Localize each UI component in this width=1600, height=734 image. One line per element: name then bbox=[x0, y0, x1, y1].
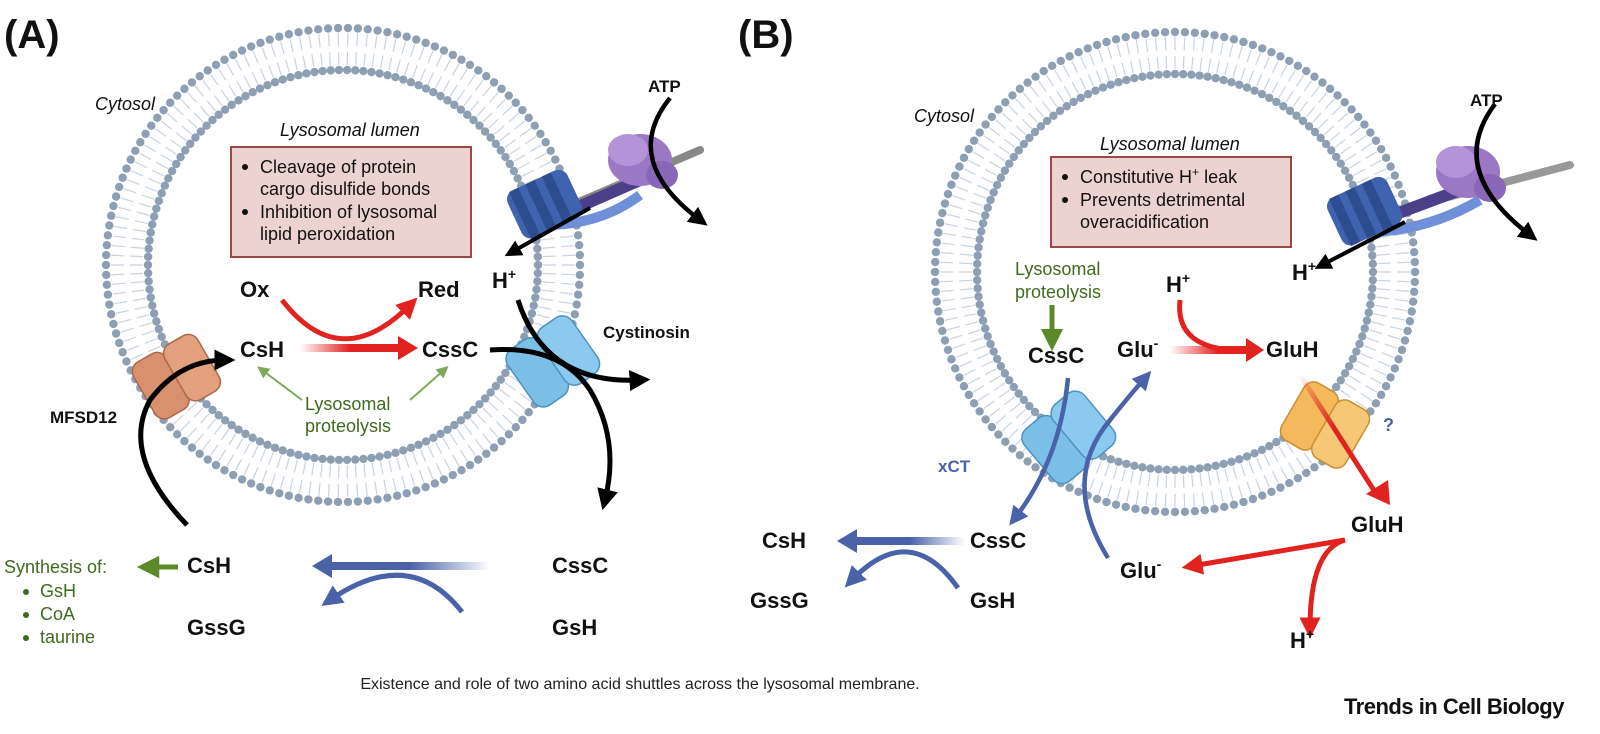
proton-label-a: H+ bbox=[492, 266, 516, 293]
proton-join-arrow-b bbox=[1177, 299, 1231, 353]
gluh-deprotonation-arrow bbox=[1181, 537, 1346, 575]
info-box-a: Cleavage of protein cargo disulfide bond… bbox=[230, 146, 472, 258]
cystine-export-arrow bbox=[489, 347, 618, 511]
panel-a: (A) Cytosol Lysosomal lumen Cleavage of … bbox=[4, 13, 708, 647]
csh-in-label-a: CsH bbox=[240, 337, 284, 362]
cytosol-exchange-head-b bbox=[837, 529, 857, 553]
cytosol-exchange-curve-b bbox=[844, 549, 961, 590]
box-b-line-3: overacidification bbox=[1080, 212, 1209, 232]
lysosome-membrane-b bbox=[930, 27, 1420, 517]
cystine-export-arrow-b bbox=[1009, 377, 1071, 526]
proton-out-label-b: H+ bbox=[1290, 626, 1314, 653]
proton-in-label-b: H+ bbox=[1166, 270, 1190, 297]
gsh-out-label-b: GsH bbox=[970, 588, 1015, 613]
journal-brand: Trends in Cell Biology bbox=[1343, 694, 1565, 719]
lumen-label-a: Lysosomal lumen bbox=[280, 120, 420, 140]
cssc-out-label-a: CssC bbox=[552, 553, 608, 578]
gluh-in-label: GluH bbox=[1266, 337, 1319, 362]
cystinosin-label: Cystinosin bbox=[603, 323, 690, 342]
synthesis-item-gsh: GsH bbox=[40, 581, 76, 601]
cssc-out-label-b: CssC bbox=[970, 528, 1026, 553]
panel-b: (B) Cytosol Lysosomal lumen Constitutive… bbox=[738, 13, 1574, 653]
proteolysis-arrow-a-left bbox=[257, 366, 303, 401]
box-a-line-4: lipid peroxidation bbox=[260, 224, 395, 244]
cssc-in-label-a: CssC bbox=[422, 337, 478, 362]
box-b-line-1: Constitutive H+ leak bbox=[1080, 165, 1238, 187]
box-a-line-2: cargo disulfide bonds bbox=[260, 179, 430, 199]
proteolysis-b-line-1: Lysosomal bbox=[1015, 259, 1100, 279]
proton-cotransport-arrow bbox=[515, 299, 651, 392]
proton-label-b: H+ bbox=[1292, 258, 1316, 285]
atp-arrow-a bbox=[648, 96, 708, 226]
gluh-export-arrow-head bbox=[1366, 480, 1390, 505]
glu-in-label: Glu- bbox=[1117, 335, 1159, 362]
ox-red-arrow bbox=[280, 297, 418, 342]
cssc-in-label-b: CssC bbox=[1028, 343, 1084, 368]
glu-protonation-shaft bbox=[1170, 346, 1250, 354]
panel-a-label: (A) bbox=[4, 13, 60, 57]
gsh-out-label-a: GsH bbox=[552, 615, 597, 640]
lysosome-membrane-a bbox=[101, 23, 585, 507]
red-label: Red bbox=[418, 277, 460, 302]
proton-release-arrow bbox=[1299, 537, 1346, 639]
question-mark-label: ? bbox=[1383, 415, 1394, 435]
cytosol-exchange-head-a bbox=[312, 554, 332, 578]
atp-label-a: ATP bbox=[648, 77, 681, 96]
gluh-out-label: GluH bbox=[1351, 512, 1404, 537]
synthesis-item-taurine: taurine bbox=[40, 627, 95, 647]
ox-label: Ox bbox=[240, 277, 270, 302]
proteolysis-b-line-2: proteolysis bbox=[1015, 282, 1101, 302]
gssg-out-label-a: GssG bbox=[187, 615, 246, 640]
proteolysis-arrow-a-right bbox=[409, 366, 449, 401]
figure-caption: Existence and role of two amino acid shu… bbox=[360, 676, 920, 693]
cytosol-exchange-shaft-b bbox=[855, 537, 965, 545]
csh-out-label-b: CsH bbox=[762, 528, 806, 553]
lumen-label-b: Lysosomal lumen bbox=[1100, 134, 1240, 154]
glu-out-label: Glu- bbox=[1120, 556, 1162, 583]
panel-b-label: (B) bbox=[738, 13, 794, 57]
v-atpase-pump-b bbox=[1326, 146, 1574, 247]
unknown-glutamate-transporter bbox=[1279, 381, 1371, 469]
glutamate-import-arrow bbox=[1082, 370, 1152, 560]
proteolysis-a-line-1: Lysosomal bbox=[305, 394, 390, 414]
csh-out-label-a: CsH bbox=[187, 553, 231, 578]
proton-pump-arrow-a bbox=[504, 206, 591, 257]
cytosol-exchange-curve-a bbox=[321, 572, 464, 614]
proton-pump-arrow-b bbox=[1314, 220, 1406, 269]
synthesis-item-coa: CoA bbox=[40, 604, 75, 624]
glu-protonation-head bbox=[1246, 338, 1264, 362]
cytosol-label-b: Cytosol bbox=[914, 106, 975, 126]
info-box-b: Constitutive H+ leak Prevents detrimenta… bbox=[1050, 156, 1292, 248]
gssg-out-label-b: GssG bbox=[750, 588, 809, 613]
synthesis-title: Synthesis of: bbox=[4, 557, 107, 577]
box-a-line-1: Cleavage of protein bbox=[260, 157, 416, 177]
xct-transporter bbox=[1021, 390, 1117, 485]
atp-label-b: ATP bbox=[1470, 91, 1503, 110]
cytosol-exchange-shaft-a bbox=[330, 562, 490, 570]
csh-cssc-arrow-shaft bbox=[300, 344, 400, 352]
cytosol-label-a: Cytosol bbox=[95, 94, 156, 114]
atp-arrow-b bbox=[1474, 102, 1538, 241]
csh-cssc-arrowhead bbox=[398, 336, 418, 360]
box-b-line-2: Prevents detrimental bbox=[1080, 190, 1245, 210]
gluh-export-arrow-shaft bbox=[1297, 373, 1378, 494]
xct-label: xCT bbox=[938, 457, 971, 476]
box-a-line-3: Inhibition of lysosomal bbox=[260, 202, 437, 222]
proteolysis-a-line-2: proteolysis bbox=[305, 416, 391, 436]
mfsd12-label: MFSD12 bbox=[50, 408, 117, 427]
cysteine-import-arrow bbox=[138, 349, 236, 527]
